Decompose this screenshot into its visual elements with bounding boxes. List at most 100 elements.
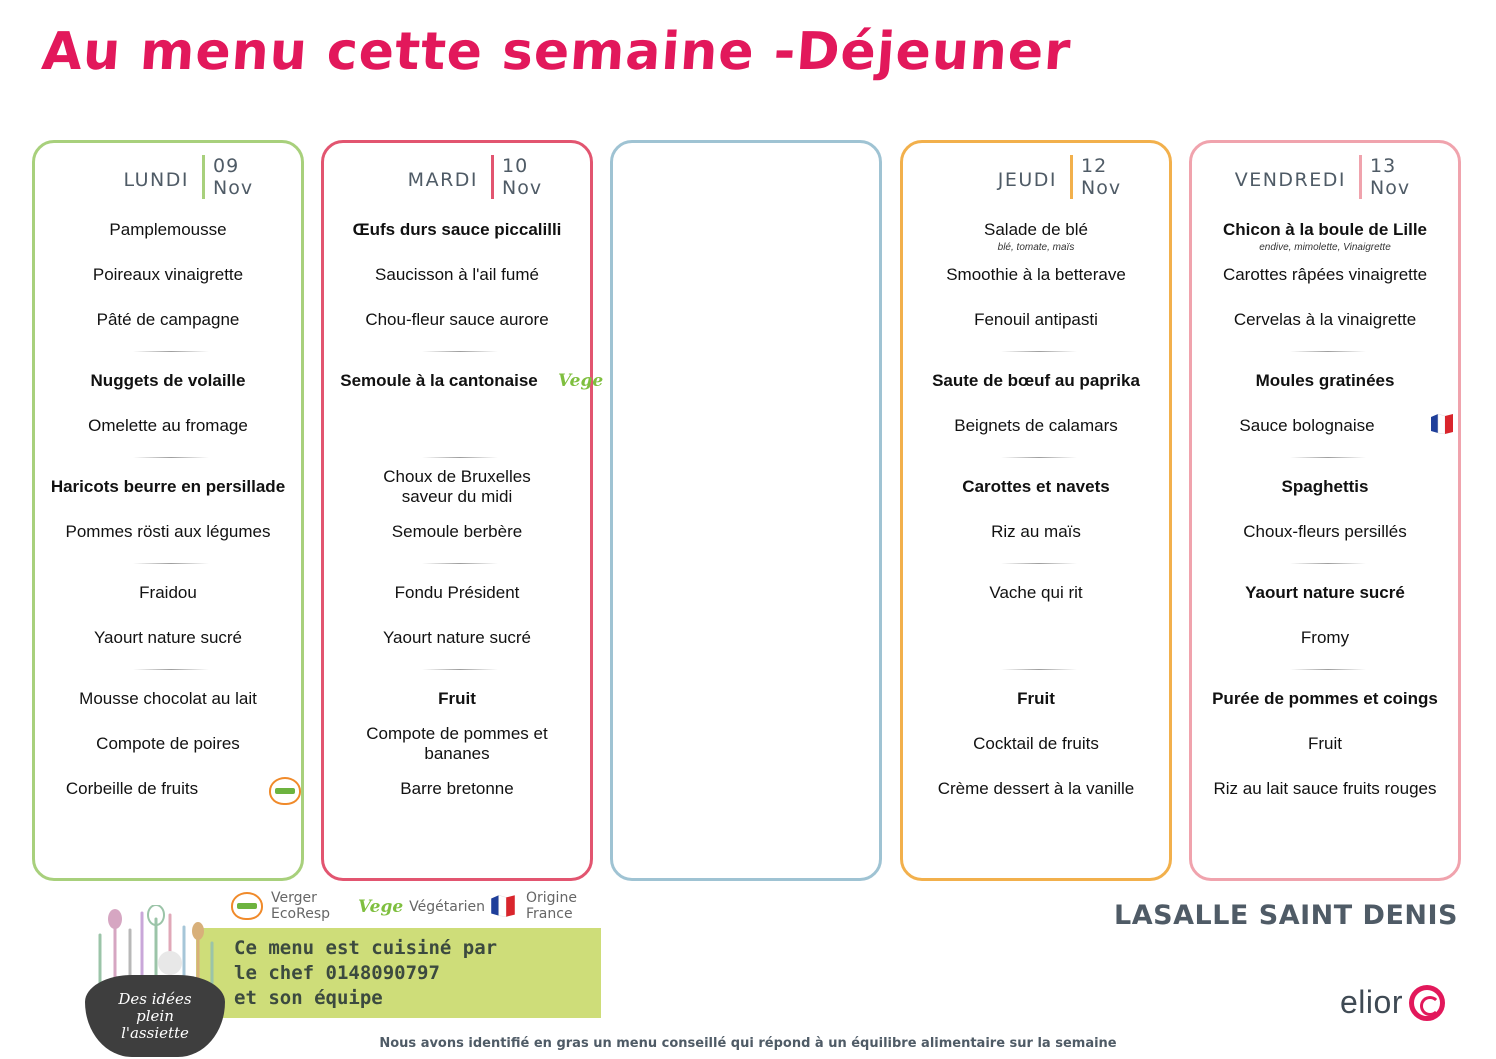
day-number: 13 — [1370, 155, 1397, 177]
site-name: LASALLE SAINT DENIS — [1114, 900, 1458, 931]
section-divider — [1001, 669, 1077, 670]
menu-item: Cervelas à la vinaigrette — [1233, 310, 1417, 329]
menu-item: Pâté de campagne — [96, 310, 240, 329]
menu-item: Choux de Bruxelles — [383, 467, 531, 486]
day-card-jeudi: JEUDI 12 Nov Salade de blé blé, tomate, … — [900, 140, 1172, 881]
menu-item: Fondu Président — [394, 583, 520, 602]
section-divider — [1001, 351, 1077, 352]
menu-item: Barre bretonne — [400, 779, 514, 798]
menu-item: Vache qui rit — [989, 583, 1083, 602]
menu-item: Omelette au fromage — [88, 416, 248, 435]
day-number: 10 — [502, 155, 529, 177]
menu-item: Semoule berbère — [391, 522, 523, 541]
day-number: 12 — [1081, 155, 1108, 177]
page-title: Au menu cette semaine -Déjeuner — [39, 22, 1074, 82]
day-date: 12 Nov — [1081, 155, 1121, 199]
section-divider — [422, 669, 498, 670]
menu-item: Fruit — [1017, 689, 1055, 708]
menu-item: Mousse chocolat au lait — [79, 689, 257, 708]
menu-item: Yaourt nature sucré — [1245, 583, 1405, 602]
section-divider — [133, 457, 209, 458]
menu-item: Riz au lait sauce fruits rouges — [1213, 779, 1437, 798]
menu-item: Nuggets de volaille — [90, 371, 246, 390]
day-month: Nov — [502, 177, 543, 199]
legend-origine: Origine France — [488, 890, 577, 922]
day-card-mardi: MARDI 10 Nov Œufs durs sauce piccalilli … — [321, 140, 603, 881]
day-name: JEUDI — [997, 169, 1057, 191]
day-separator — [202, 155, 205, 199]
brand-name: elior — [1340, 984, 1403, 1020]
legend-verger: Verger EcoResp — [231, 890, 330, 922]
menu-item: Chou-fleur sauce aurore — [365, 310, 549, 329]
menu-item: Smoothie à la betterave — [946, 265, 1126, 284]
menu-item: Compote de poires — [96, 734, 240, 753]
menu-item: Fruit — [1308, 734, 1342, 753]
day-header: JEUDI 12 Nov — [903, 155, 1169, 201]
day-month: Nov — [213, 177, 254, 199]
menu-item: Œufs durs sauce piccalilli — [352, 220, 562, 239]
menu-item: Pamplemousse — [109, 220, 227, 239]
section-divider — [133, 563, 209, 564]
verger-ecoresp-icon — [269, 777, 301, 805]
section-divider — [1001, 563, 1077, 564]
day-separator — [1359, 155, 1362, 199]
menu-item: Yaourt nature sucré — [93, 628, 243, 647]
menu-item: saveur du midi — [401, 487, 513, 506]
menu-item-detail: blé, tomate, maïs — [997, 242, 1075, 253]
day-date: 13 Nov — [1370, 155, 1410, 199]
menu-item: Pommes rösti aux légumes — [65, 522, 271, 541]
section-divider — [1001, 457, 1077, 458]
day-name: LUNDI — [123, 169, 189, 191]
chef-info-text: Ce menu est cuisiné par le chef 01480907… — [234, 937, 498, 1009]
kitchen-utensils-icon — [98, 905, 214, 985]
day-separator — [491, 155, 494, 199]
day-header: MARDI 10 Nov — [324, 155, 590, 201]
vege-icon: Vege — [358, 897, 404, 917]
elior-mark-icon — [1408, 984, 1445, 1021]
day-card-lundi: LUNDI 09 Nov Pamplemousse Poireaux vinai… — [32, 140, 304, 881]
menu-item: Choux-fleurs persillés — [1243, 522, 1407, 541]
section-divider — [133, 669, 209, 670]
day-card-vendredi: VENDREDI 13 Nov Chicon à la boule de Lil… — [1189, 140, 1461, 881]
section-divider — [1290, 669, 1366, 670]
vege-icon: Vege — [558, 371, 604, 391]
menu-item-detail: endive, mimolette, Vinaigrette — [1259, 242, 1391, 253]
menu-item: Fenouil antipasti — [974, 310, 1098, 329]
section-divider — [133, 351, 209, 352]
legend-label: Origine France — [526, 890, 577, 922]
menu-item: Corbeille de fruits — [65, 779, 199, 798]
menu-item: Haricots beurre en persillade — [50, 477, 286, 496]
elior-logo: elior — [1340, 984, 1445, 1021]
menu-item: Carottes et navets — [962, 477, 1110, 496]
logo-text: Des idées plein l'assiette — [118, 990, 192, 1042]
chef-info-box: Ce menu est cuisiné par le chef 01480907… — [196, 928, 601, 1018]
menu-item: Salade de blé — [984, 220, 1088, 239]
menu-item: Fruit — [438, 689, 476, 708]
day-month: Nov — [1081, 177, 1122, 199]
day-header: VENDREDI 13 Nov — [1192, 155, 1458, 201]
menu-item: Carottes râpées vinaigrette — [1222, 265, 1428, 284]
menu-item: Saucisson à l'ail fumé — [375, 265, 539, 284]
menu-item: Poireaux vinaigrette — [92, 265, 244, 284]
section-divider — [1290, 351, 1366, 352]
legend-vege: Vege Végétarien — [358, 897, 485, 917]
section-divider — [422, 563, 498, 564]
menu-item: Purée de pommes et coings — [1212, 689, 1438, 708]
legend-label: Verger EcoResp — [271, 890, 331, 922]
french-flag-icon — [491, 894, 515, 918]
menu-item: Chicon à la boule de Lille — [1222, 220, 1428, 239]
menu-item: Beignets de calamars — [954, 416, 1118, 435]
menu-item: Sauce bolognaise — [1239, 416, 1375, 435]
legend-label: Végétarien — [409, 899, 485, 915]
menu-item: Crème dessert à la vanille — [937, 779, 1135, 798]
day-month: Nov — [1370, 177, 1411, 199]
menu-item: Moules gratinées — [1255, 371, 1395, 390]
verger-ecoresp-icon — [231, 892, 263, 920]
footer-note: Nous avons identifié en gras un menu con… — [379, 1036, 1117, 1051]
menu-item: Saute de bœuf au paprika — [932, 371, 1140, 390]
menu-item: bananes — [424, 744, 490, 763]
menu-item: Yaourt nature sucré — [382, 628, 532, 647]
menu-item: Fraidou — [139, 583, 197, 602]
menu-item: Semoule à la cantonaise — [340, 371, 538, 390]
section-divider — [1290, 457, 1366, 458]
